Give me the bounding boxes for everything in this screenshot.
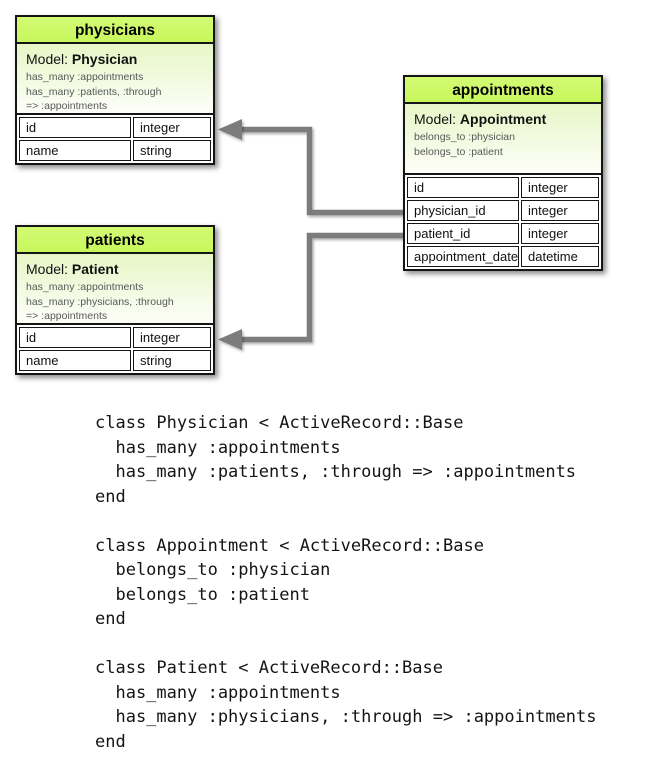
arrowhead-patient-icon (218, 329, 242, 350)
model-line: Model: Physician (26, 51, 207, 67)
table-appointments-title: appointments (405, 77, 601, 104)
column-name: appointment_date (407, 246, 519, 267)
association-line: belongs_to :physician (414, 131, 515, 143)
association-line: has_many :appointments (26, 281, 144, 293)
column-name: id (19, 117, 131, 138)
association-line: belongs_to :patient (414, 145, 503, 158)
model-label: Model: (26, 51, 69, 67)
association-line: => :appointments (26, 310, 108, 322)
column-type: string (133, 350, 211, 371)
column-name: patient_id (407, 223, 519, 244)
model-name: Appointment (459, 111, 547, 127)
column-type: integer (521, 223, 599, 244)
arrowhead-physician-icon (218, 119, 242, 140)
column-name: id (407, 177, 519, 198)
column-type: integer (133, 327, 211, 348)
column-type: integer (521, 200, 599, 221)
table-patients-rows: id integer name string (17, 325, 213, 373)
rails-model-code: class Physician < ActiveRecord::Base has… (95, 413, 597, 752)
column-name: name (19, 350, 131, 371)
table-row: name string (19, 140, 211, 161)
table-row: id integer (407, 177, 599, 198)
association-line: has_many :patients, :through (26, 85, 162, 98)
table-patients-model-section: Model: Patient has_many :appointments ha… (17, 254, 213, 325)
column-type: integer (133, 117, 211, 138)
table-row: appointment_date datetime (407, 246, 599, 267)
table-appointments-rows: id integer physician_id integer patient_… (405, 175, 601, 269)
column-name: id (19, 327, 131, 348)
column-name: physician_id (407, 200, 519, 221)
table-row: id integer (19, 117, 211, 138)
arrow-patient-line (240, 232, 403, 343)
column-type: string (133, 140, 211, 161)
model-name: Patient (71, 261, 119, 277)
model-line: Model: Patient (26, 261, 207, 277)
association-line: has_many :appointments (26, 71, 144, 83)
table-patients: patients Model: Patient has_many :appoin… (15, 225, 215, 375)
relationship-arrows (218, 119, 403, 350)
model-line: Model: Appointment (414, 111, 595, 127)
association-line: has_many :physicians, :through (26, 295, 174, 308)
table-appointments: appointments Model: Appointment belongs_… (403, 75, 603, 271)
table-row: id integer (19, 327, 211, 348)
table-row: patient_id integer (407, 223, 599, 244)
association-line: => :appointments (26, 100, 108, 112)
arrow-physician-line (240, 126, 403, 216)
column-type: integer (521, 177, 599, 198)
table-physicians-model-section: Model: Physician has_many :appointments … (17, 44, 213, 115)
model-label: Model: (26, 261, 69, 277)
table-appointments-model-section: Model: Appointment belongs_to :physician… (405, 104, 601, 175)
column-name: name (19, 140, 131, 161)
model-name: Physician (71, 51, 138, 67)
column-type: datetime (521, 246, 599, 267)
table-row: name string (19, 350, 211, 371)
table-physicians: physicians Model: Physician has_many :ap… (15, 15, 215, 165)
model-label: Model: (414, 111, 457, 127)
table-patients-title: patients (17, 227, 213, 254)
table-row: physician_id integer (407, 200, 599, 221)
table-physicians-rows: id integer name string (17, 115, 213, 163)
table-physicians-title: physicians (17, 17, 213, 44)
